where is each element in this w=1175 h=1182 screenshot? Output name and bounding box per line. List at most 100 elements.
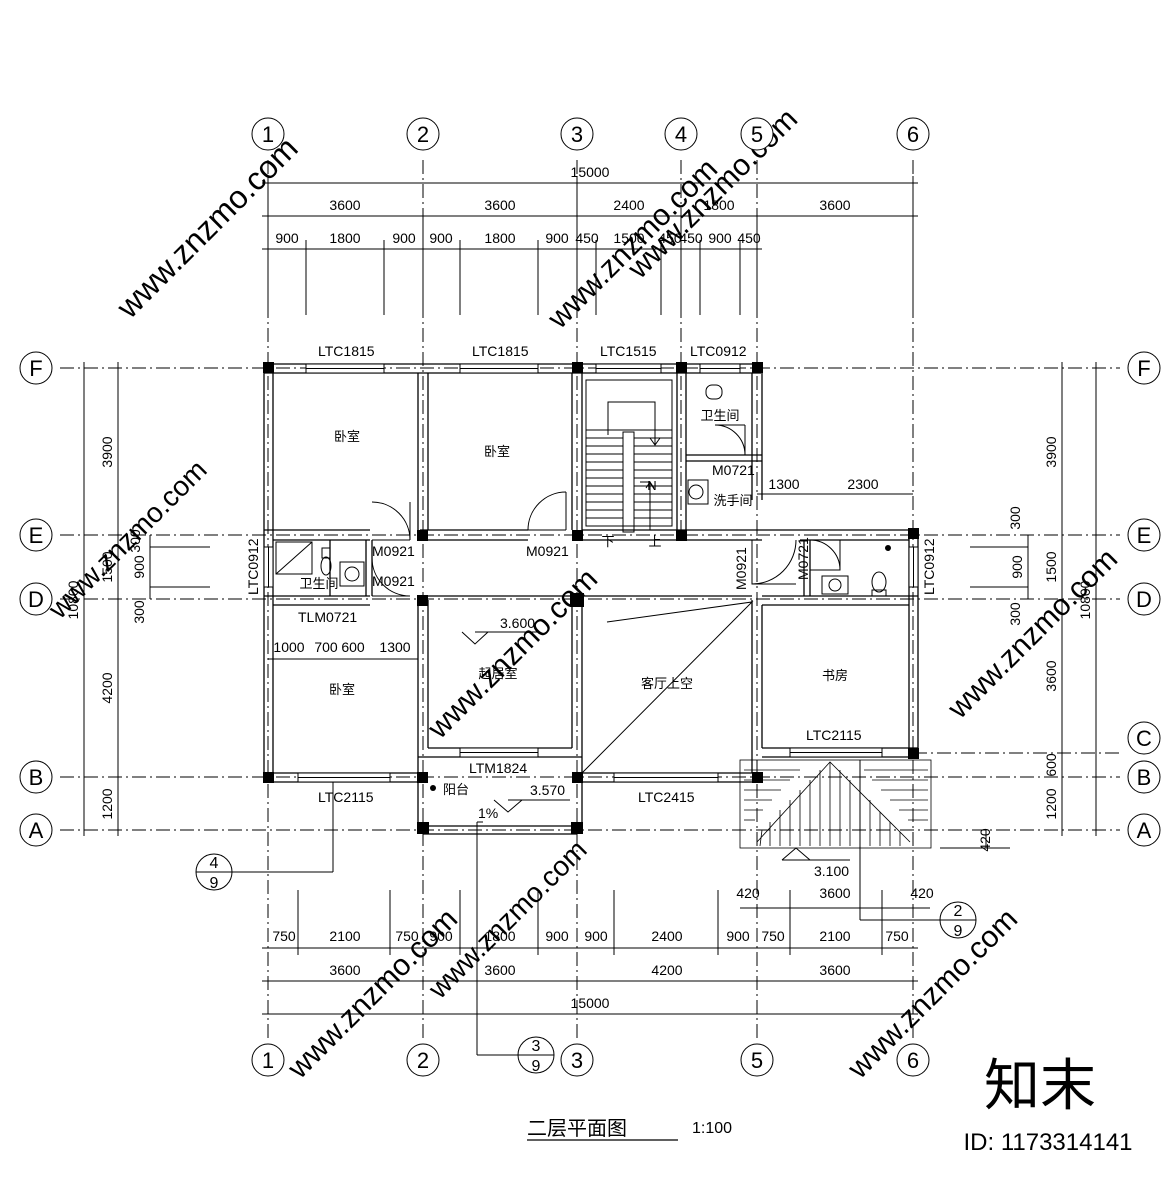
elev-slope: 1% (478, 805, 498, 821)
axis-left-a: A (29, 818, 44, 843)
door-bed2: M0921 (526, 543, 569, 559)
dim-bottom-detail-2: 2100 (329, 928, 360, 944)
room-bedroom-1: 卧室 (334, 429, 360, 444)
dim-wash-2: 2300 (847, 476, 878, 492)
dim-bottom-detail-8: 2400 (651, 928, 682, 944)
detail-symbols: 4 9 3 9 2 9 (210, 855, 963, 1075)
room-labels: 卧室 卧室 卧室 卫生间 卫生间 洗手间 起居室 客厅上空 书房 阳台 下 上 … (299, 408, 848, 797)
dim-bottom-bay-3: 4200 (651, 962, 682, 978)
win-f4: LTC0912 (690, 343, 747, 359)
dim-bottom-total: 15000 (571, 995, 610, 1011)
detail3-bottom: 9 (532, 1058, 541, 1075)
win-e-right: LTC0912 (921, 538, 937, 595)
dim-right-small: 600 (1043, 753, 1059, 777)
dim-top-detail-11: 900 (708, 230, 732, 246)
fixtures (275, 384, 891, 597)
axis-top-5: 5 (751, 122, 763, 147)
dim-top-detail-9: 450 (658, 230, 682, 246)
dim-left-total: 10800 (65, 580, 81, 619)
dim-left-bay-4: 1200 (99, 788, 115, 819)
axis-bottom-3: 3 (571, 1048, 583, 1073)
canopy-roof (739, 759, 932, 849)
win-f3: LTC1515 (600, 343, 657, 359)
dim-bottom-detail-9: 900 (726, 928, 750, 944)
dimension-lines (83, 176, 1097, 1056)
dim-stair-3: 420 (910, 885, 934, 901)
room-living: 起居室 (478, 666, 517, 681)
dim-top-bay-3: 2400 (613, 197, 644, 213)
doors (371, 424, 841, 597)
dim-top-detail-6: 900 (545, 230, 569, 246)
axis-right-f: F (1137, 356, 1150, 381)
brand-watermark: 知末 ID: 1173314141 (963, 1054, 1132, 1156)
dim-right-bay-3: 3600 (1043, 660, 1059, 691)
dim-bottom-detail-10: 750 (761, 928, 785, 944)
win-b2: LTM1824 (469, 760, 527, 776)
dim-top-bay-1: 3600 (329, 197, 360, 213)
dim-top-total: 15000 (571, 164, 610, 180)
door-m0721-top: M0721 (712, 462, 755, 478)
axis-top-6: 6 (907, 122, 919, 147)
dim-stair-2: 3600 (819, 885, 850, 901)
dim-top-detail-1: 900 (275, 230, 299, 246)
watermark-site-3: www.znzmo.com (621, 102, 804, 285)
opening-labels: LTC1815 LTC1815 LTC1515 LTC0912 LTC0912 … (245, 343, 937, 805)
axis-right-b: B (1137, 765, 1152, 790)
win-f1: LTC1815 (318, 343, 375, 359)
door-tlm: TLM0721 (298, 609, 357, 625)
axis-right-d: D (1136, 587, 1152, 612)
axis-bottom-1: 1 (262, 1048, 274, 1073)
drain-dot (430, 785, 436, 791)
door-m0721-right: M0721 (795, 537, 811, 580)
elev-living: 3.600 (500, 615, 535, 631)
columns (263, 362, 919, 834)
axis-bottom-6: 6 (907, 1048, 919, 1073)
dim-left-sub-1: 300 (127, 529, 143, 553)
axis-bottom-5: 5 (751, 1048, 763, 1073)
dim-top-bay-2: 3600 (484, 197, 515, 213)
room-void: 客厅上空 (641, 676, 693, 691)
axis-top-4: 4 (675, 122, 687, 147)
dim-right-total: 10800 (1077, 580, 1093, 619)
axis-labels: 1 2 3 4 5 6 1 2 3 5 6 F E D B A F E D C … (28, 122, 1152, 1073)
title-text: 二层平面图 (527, 1118, 627, 1140)
dim-top-detail-5: 1800 (484, 230, 515, 246)
dim-bottom-bay-4: 3600 (819, 962, 850, 978)
axis-bottom-2: 2 (417, 1048, 429, 1073)
axis-top-2: 2 (417, 122, 429, 147)
dim-left-sub-2: 900 (131, 555, 147, 579)
detail1-top: 4 (210, 855, 219, 872)
dim-bottom-detail-3: 750 (395, 928, 419, 944)
dim-right-bay-1: 3900 (1043, 436, 1059, 467)
win-b1: LTC2115 (318, 789, 374, 805)
detail3-top: 3 (532, 1038, 541, 1055)
dim-top-detail-4: 900 (429, 230, 453, 246)
dim-right-sub-1: 300 (1007, 506, 1023, 530)
dimension-text-right: 3900 1500 3600 1200 600 10800 300 900 30… (1007, 436, 1093, 819)
dim-top-bay-5: 3600 (819, 197, 850, 213)
axis-left-d: D (28, 587, 44, 612)
dim-top-detail-2: 1800 (329, 230, 360, 246)
dim-bottom-detail-4: 900 (429, 928, 453, 944)
dim-top-detail-7: 450 (575, 230, 599, 246)
dim-left-sub-3: 300 (131, 600, 147, 624)
dim-bath-2: 700 (314, 639, 338, 655)
elev-roof: 3.100 (814, 863, 849, 879)
detail2-top: 2 (954, 903, 963, 920)
room-balcony: 阳台 (443, 782, 469, 797)
axis-right-a: A (1137, 818, 1152, 843)
drawing-title: 二层平面图 1:100 (527, 1118, 732, 1141)
title-scale: 1:100 (692, 1120, 732, 1137)
dim-top-detail-12: 450 (737, 230, 761, 246)
dimension-text-inner: 1000 700 600 1300 1300 2300 420 3600 420… (273, 476, 993, 901)
detail-dividers (196, 871, 976, 1056)
dim-wash-1: 1300 (768, 476, 799, 492)
dim-top-detail-10: 450 (679, 230, 703, 246)
dim-bottom-detail-6: 900 (545, 928, 569, 944)
dim-right-sub-2: 900 (1009, 555, 1025, 579)
dim-bottom-detail-12: 750 (885, 928, 909, 944)
room-bedroom-3: 卧室 (329, 682, 355, 697)
win-c: LTC2115 (806, 727, 862, 743)
dim-left-bay-1: 3900 (99, 436, 115, 467)
